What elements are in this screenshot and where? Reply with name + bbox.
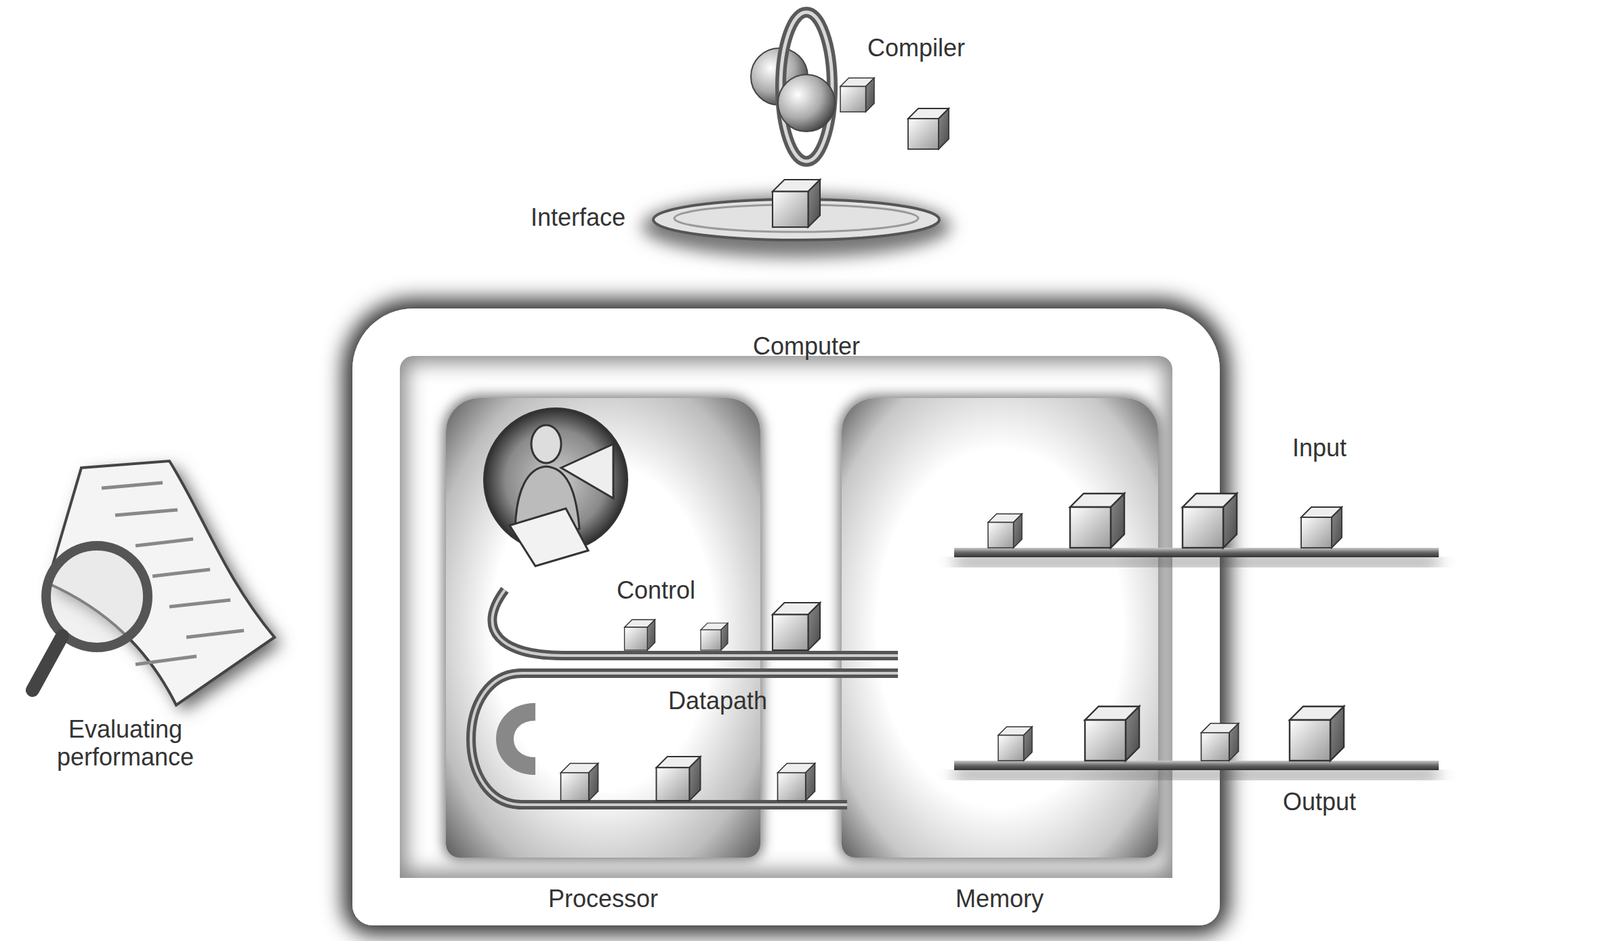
control-label: Control bbox=[616, 576, 696, 604]
datapath-label: Datapath bbox=[668, 686, 768, 715]
component-name: Processor bbox=[548, 884, 659, 913]
memory-shape bbox=[841, 397, 1159, 858]
component-name: Computer bbox=[752, 332, 860, 360]
datapath-belt bbox=[470, 672, 898, 805]
output-label: Output bbox=[1282, 787, 1357, 816]
output-belt bbox=[954, 706, 1439, 778]
input-belt bbox=[954, 493, 1439, 566]
component-name: Memory bbox=[955, 884, 1044, 913]
control-figure bbox=[484, 408, 627, 566]
interface-label: Interface bbox=[530, 203, 626, 232]
input-label: Input bbox=[1292, 433, 1347, 462]
evaluation-label: Evaluating performance bbox=[30, 714, 221, 772]
compiler-label: Compiler bbox=[867, 33, 966, 62]
evaluation-icon bbox=[32, 460, 282, 712]
